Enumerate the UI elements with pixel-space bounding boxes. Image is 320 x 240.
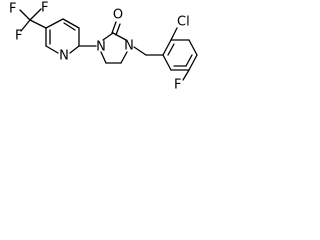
bond-ar-f [182,69,190,81]
bond-ar-double-1 [167,43,175,56]
bond-c-f1 [19,9,31,21]
atom-label-f3: F [15,29,22,44]
bond-carbonyl-2 [115,23,121,36]
bond-im-c2-n3 [112,32,127,41]
bond-py-c4-c5 [45,18,64,29]
atom-label-f-aryl: F [174,78,181,93]
bonds [19,8,198,81]
atom-label-n-urea-3: N [124,39,134,54]
atom-label-f2: F [41,1,48,16]
bond-py-c6-n1 [45,45,59,54]
bond-c-f2 [29,8,42,21]
atom-label-f1: F [9,2,16,17]
atom-label-cl: Cl [177,15,190,30]
bond-ar-c4-c5 [188,54,198,71]
atom-labels: F F F N N N O Cl F [9,1,190,93]
atom-label-n-urea-1: N [96,40,106,55]
bond-cf3-ring [29,19,47,29]
bond-carbonyl-1 [111,21,117,34]
bond-im-c5-n1 [100,51,107,64]
bond-ar-c3-c4 [188,39,198,56]
bond-im-n3-c4 [120,51,128,64]
bond-c-f3 [20,19,31,32]
bond-ar-c6-c1 [162,54,172,71]
atom-label-o-carbonyl: O [113,8,123,23]
bond-py-c3-c4 [62,18,80,29]
atom-label-n-pyridine: N [59,49,69,64]
bond-py-n1-c2 [69,45,80,54]
bond-ar-c1-c2 [162,39,172,56]
bond-py-double-2 [63,22,76,31]
bond-ar-cl [170,27,178,41]
bond-n-ch2 [133,46,147,56]
bond-ar-double-2 [185,54,193,67]
bond-im-n1-c2 [102,32,114,41]
molecule-structure: F F F N N N O Cl F [9,1,198,93]
